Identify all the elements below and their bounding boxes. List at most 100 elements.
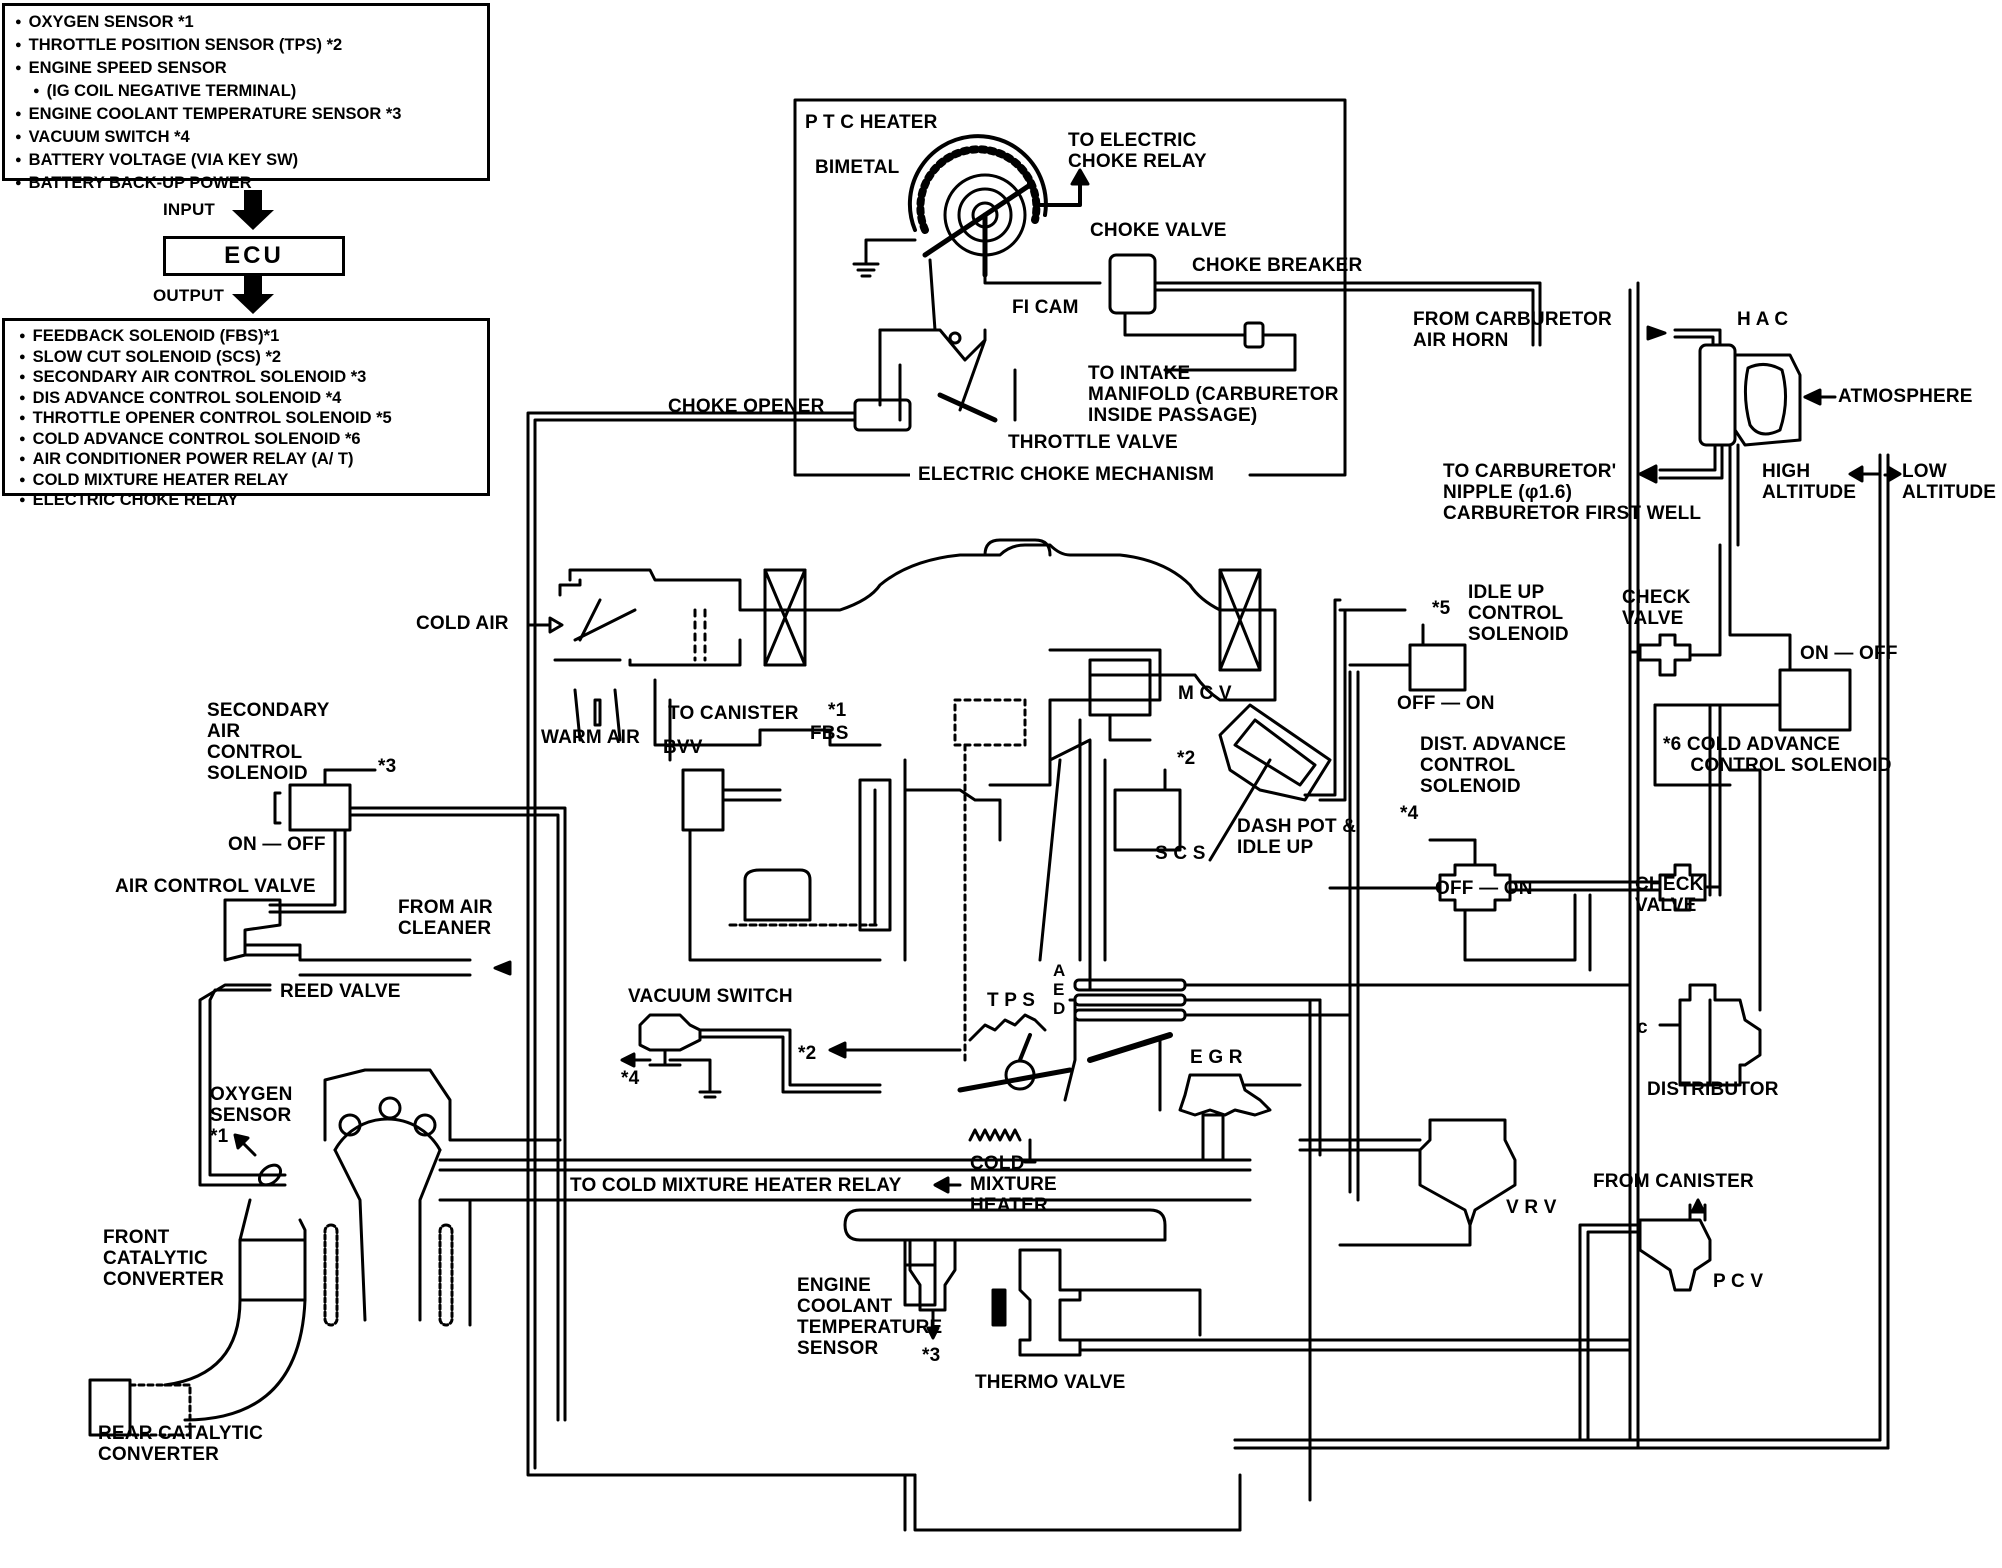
cold-advance-on-off-label: ON — OFF <box>1800 643 1898 664</box>
oxygen-sensor-label: OXYGEN SENSOR *1 <box>210 1084 293 1147</box>
cold-mixture-heater-label: COLD MIXTURE HEATER <box>970 1153 1057 1216</box>
output-item: DIS ADVANCE CONTROL SOLENOID *4 <box>19 389 487 410</box>
to-electric-choke-relay-label: TO ELECTRIC CHOKE RELAY <box>1068 130 1207 172</box>
ecu-input-list: OXYGEN SENSOR *1 THROTTLE POSITION SENSO… <box>15 12 487 196</box>
input-item: BATTERY BACK-UP POWER <box>15 173 487 196</box>
electric-choke-mechanism-label: ELECTRIC CHOKE MECHANISM <box>910 464 1223 485</box>
output-item: THROTTLE OPENER CONTROL SOLENOID *5 <box>19 409 487 430</box>
vrv-valve <box>1298 1118 1517 1247</box>
check-valve-top <box>1628 543 1722 862</box>
choke-valve-label: CHOKE VALVE <box>1090 220 1227 241</box>
dist-advance-control-solenoid-label: DIST. ADVANCE CONTROL SOLENOID <box>1420 734 1567 797</box>
check-valve-bottom <box>1658 863 1722 912</box>
vacuum-switch-label: VACUUM SWITCH <box>628 986 793 1007</box>
ect-sensor-label: ENGINE COOLANT TEMPERATURE SENSOR <box>797 1275 943 1359</box>
tps-label: T P S <box>987 990 1036 1011</box>
secondary-air-control-solenoid-label: SECONDARY AIR CONTROL SOLENOID <box>207 700 330 784</box>
output-label: OUTPUT <box>153 286 225 305</box>
fi-cam-label: FI CAM <box>1012 297 1079 318</box>
to-cold-mixture-heater-relay-label: TO COLD MIXTURE HEATER RELAY <box>570 1175 902 1196</box>
ecu-box: ECU <box>163 236 345 276</box>
check-valve-top-label: CHECK VALVE <box>1622 587 1691 629</box>
fbs-ref-label: *1 <box>828 700 847 721</box>
secondary-air-on-off-label: ON — OFF <box>228 834 326 855</box>
front-catalytic-converter <box>238 1198 307 1302</box>
dist-advance-solenoid <box>1328 838 1662 972</box>
to-intake-manifold-label: TO INTAKE MANIFOLD (CARBURETOR INSIDE PA… <box>1088 363 1339 426</box>
front-catalytic-converter-label: FRONT CATALYTIC CONVERTER <box>103 1227 225 1290</box>
input-item: ENGINE SPEED SENSOR <box>15 58 487 81</box>
exhaust-manifold <box>323 1068 1252 1327</box>
tps-sensor <box>957 998 1077 1102</box>
choke-breaker-label: CHOKE BREAKER <box>1192 255 1363 276</box>
air-cleaner <box>526 538 1277 787</box>
aed-label: A E D <box>1053 961 1066 1018</box>
idle-up-off-on-label: OFF — ON <box>1397 693 1495 714</box>
throttle-valve-label: THROTTLE VALVE <box>1008 432 1178 453</box>
pcv-valve <box>1578 1198 1712 1442</box>
atmosphere-label: ATMOSPHERE <box>1838 386 1973 407</box>
output-item: FEEDBACK SOLENOID (FBS)*1 <box>19 327 487 348</box>
output-item: SLOW CUT SOLENOID (SCS) *2 <box>19 348 487 369</box>
output-item: COLD ADVANCE CONTROL SOLENOID *6 <box>19 430 487 451</box>
idle-up-solenoid <box>1338 608 1467 1202</box>
distributor-label: DISTRIBUTOR <box>1647 1079 1779 1100</box>
idle-up-ref-label: *5 <box>1432 598 1451 619</box>
dist-advance-ref-label: *4 <box>1400 803 1419 824</box>
cold-advance-control-solenoid-label: *6 COLD ADVANCE CONTROL SOLENOID <box>1663 734 1892 776</box>
egr-valve <box>1087 1032 1302 1162</box>
output-item: AIR CONDITIONER POWER RELAY (A/ T) <box>19 450 487 471</box>
mcv-label: M C V <box>1178 683 1232 704</box>
from-canister-label: FROM CANISTER <box>1593 1171 1754 1192</box>
scs-ref-label: *2 <box>1177 748 1196 769</box>
bvv-label: BVV <box>663 737 703 758</box>
fbs-label: FBS <box>810 723 849 744</box>
pcv-label: P C V <box>1713 1271 1764 1292</box>
high-altitude-label: HIGH ALTITUDE <box>1762 461 1857 503</box>
ect-ref-label: *3 <box>922 1345 941 1366</box>
vacuum-switch <box>620 1013 962 1099</box>
output-item: SECONDARY AIR CONTROL SOLENOID *3 <box>19 368 487 389</box>
hac-valve <box>1638 325 1902 547</box>
low-altitude-label: LOW ALTITUDE <box>1902 461 1997 503</box>
input-item: OXYGEN SENSOR *1 <box>15 12 487 35</box>
scs-label: S C S <box>1155 843 1206 864</box>
hac-label: H A C <box>1737 309 1789 330</box>
input-arrow-icon <box>232 190 274 230</box>
to-canister-label: TO CANISTER <box>668 703 799 724</box>
egr-label: E G R <box>1190 1047 1243 1068</box>
thermo-valve <box>991 1248 1632 1357</box>
cold-air-label: COLD AIR <box>416 613 509 634</box>
air-control-valve <box>198 898 512 1187</box>
output-item: ELECTRIC CHOKE RELAY <box>19 491 487 512</box>
from-carburetor-air-horn-label: FROM CARBURETOR AIR HORN <box>1413 309 1612 351</box>
reed-valve-label: REED VALVE <box>280 981 401 1002</box>
input-item-continuation: (IG COIL NEGATIVE TERMINAL) <box>15 81 487 104</box>
ecu-output-box: FEEDBACK SOLENOID (FBS)*1 SLOW CUT SOLEN… <box>2 318 490 509</box>
warm-air-label: WARM AIR <box>541 727 641 748</box>
input-item: ENGINE COOLANT TEMPERATURE SENSOR *3 <box>15 104 487 127</box>
ecu-output-list: FEEDBACK SOLENOID (FBS)*1 SLOW CUT SOLEN… <box>19 327 487 512</box>
ect-sensor <box>908 1238 957 1340</box>
rear-catalytic-converter <box>88 1298 307 1437</box>
air-control-valve-label: AIR CONTROL VALVE <box>115 876 316 897</box>
input-label: INPUT <box>163 200 215 219</box>
thermo-valve-label: THERMO VALVE <box>975 1372 1126 1393</box>
output-item: COLD MIXTURE HEATER RELAY <box>19 471 487 492</box>
distributor-c-label: c <box>1637 1017 1648 1038</box>
output-arrow-icon <box>232 276 274 314</box>
rear-catalytic-converter-label: REAR CATALYTIC CONVERTER <box>98 1423 264 1465</box>
vrv-label: V R V <box>1506 1197 1557 1218</box>
idle-up-control-solenoid-label: IDLE UP CONTROL SOLENOID <box>1468 582 1569 645</box>
cold-advance-solenoid <box>1653 543 1852 1012</box>
to-carburetor-nipple-label: TO CARBURETOR' NIPPLE (φ1.6) CARBURETOR … <box>1443 461 1702 524</box>
choke-opener-label: CHOKE OPENER <box>668 396 825 417</box>
carburetor-body <box>653 648 1182 1062</box>
vacuum-switch-ref-2-label: *2 <box>798 1043 817 1064</box>
electric-choke-frame <box>793 98 1347 477</box>
check-valve-bottom-label: CHECK VALVE <box>1635 874 1704 916</box>
secondary-air-solenoid <box>268 768 567 1422</box>
ptc-heater-label: P T C HEATER <box>805 112 938 133</box>
bimetal-label: BIMETAL <box>815 157 900 178</box>
